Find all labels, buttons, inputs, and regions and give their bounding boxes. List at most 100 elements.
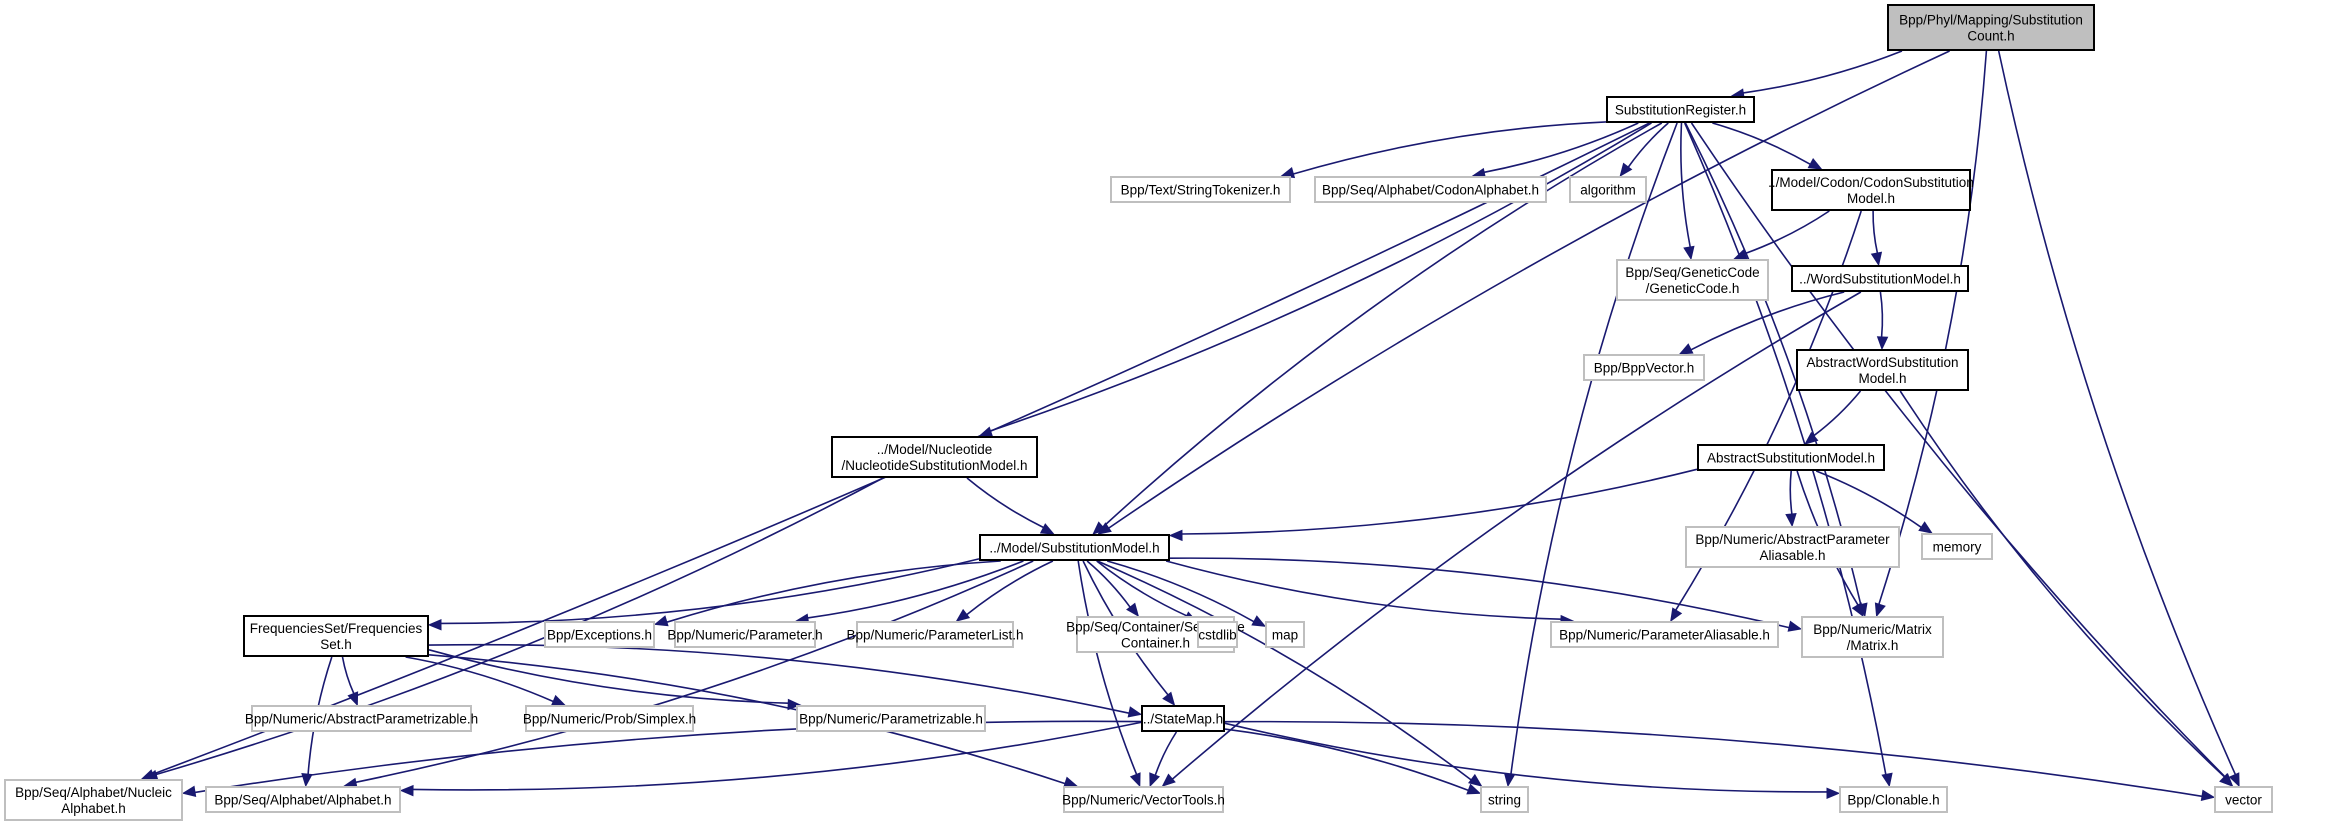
arrowhead-icon-subreg-to-geneticcode [1683,245,1695,261]
arrowhead-icon-submodel-to-statemap [1162,691,1176,707]
node-box-codonmodel[interactable] [1771,169,1971,211]
edge-statemap-to-nucalpha [194,720,1142,794]
node-box-abswordmodel[interactable] [1796,349,1969,391]
node-label-submodel: ../Model/SubstitutionModel.h [989,541,1159,556]
node-parameter: Bpp/Numeric/Parameter.h [667,621,823,648]
node-label-parameter: Bpp/Numeric/Parameter.h [667,628,822,643]
edge-codonmodel-to-wordmodel [1872,210,1879,254]
arrowhead-icon-subreg-to-string [1503,772,1516,788]
node-label-wordmodel: ../WordSubstitutionModel.h [1799,272,1961,287]
node-box-vector [2214,786,2273,813]
arrowhead-icon-abssubmodel-to-matrix [1851,602,1864,618]
node-label-abswordmodel: AbstractWordSubstitution [1806,355,1958,370]
node-abssubmodel[interactable]: AbstractSubstitutionModel.h [1697,444,1885,471]
arrowhead-icon-submodel-to-string [1468,773,1483,787]
node-label-geneticcode: /GeneticCode.h [1646,281,1740,296]
node-label-seqcontainer: Container.h [1121,636,1190,651]
node-label-abssubmodel: AbstractSubstitutionModel.h [1707,451,1875,466]
edge-freqset-to-parametrizable [428,649,789,704]
node-freqset[interactable]: FrequenciesSet/FrequenciesSet.h [243,615,429,657]
node-geneticcode: Bpp/Seq/GeneticCode/GeneticCode.h [1616,259,1769,301]
edge-root-to-submodel [1108,50,1950,529]
edge-subreg-to-tokenizer [1293,121,1607,175]
edge-submodel-to-map [1106,560,1255,623]
edge-subreg-to-algorithm [1627,122,1669,168]
node-box-map [1265,621,1305,648]
node-codonalpha: Bpp/Seq/Alphabet/CodonAlphabet.h [1314,176,1547,203]
node-box-submodel[interactable] [979,534,1170,561]
arrowhead-icon-submodel-to-seqcontainer [1126,602,1140,618]
node-wordmodel[interactable]: ../WordSubstitutionModel.h [1791,265,1969,292]
edge-freqset-to-vectortools [428,654,1066,785]
node-subreg[interactable]: SubstitutionRegister.h [1606,96,1755,123]
edge-abswordmodel-to-vector [1899,390,2225,778]
arrowhead-icon-codonmodel-to-paramalias [1670,607,1683,623]
node-box-wordmodel[interactable] [1791,265,1969,292]
node-label-nucalpha: Alphabet.h [61,801,126,816]
node-label-nucmodel: /NucleotideSubstitutionModel.h [841,458,1027,473]
node-box-absparamalias [1685,526,1900,568]
node-label-root: Count.h [1967,29,2014,44]
node-box-abssubmodel[interactable] [1697,444,1885,471]
node-label-nucmodel: ../Model/Nucleotide [877,442,993,457]
edge-submodel-to-seqcontainer [1086,560,1131,608]
edge-root-to-vector [1997,50,2237,775]
edge-freqset-to-statemap [428,643,1130,714]
edges-layer [140,50,2240,801]
arrowhead-icon-submodel-to-matrix [1787,620,1803,632]
arrowhead-icon-subreg-to-submodel [1092,521,1107,535]
node-box-paramalias [1550,621,1779,648]
node-map: map [1265,621,1305,648]
arrowhead-icon-statemap-to-nucalpha [181,785,197,798]
node-string: string [1480,786,1529,813]
node-box-nucmodel[interactable] [831,436,1038,478]
arrowhead-icon-wordmodel-to-vectortools [1161,773,1176,787]
edge-nucmodel-to-submodel [966,477,1044,529]
node-label-codonmodel: ../Model/Codon/CodonSubstitution [1768,175,1974,190]
arrowhead-icon-submodel-to-vectortools [1129,772,1141,788]
arrowhead-icon-abswordmodel-to-vector [2219,773,2234,787]
node-vectortools: Bpp/Numeric/VectorTools.h [1062,786,1225,813]
arrowhead-icon-root-to-matrix [1874,602,1886,618]
node-vector: vector [2214,786,2273,813]
edge-submodel-to-string [1097,560,1472,781]
edge-subreg-to-vector [1690,122,2226,778]
node-label-alphabet: Bpp/Seq/Alphabet/Alphabet.h [214,793,391,808]
edge-statemap-to-clonable [1224,722,1828,793]
node-label-matrix: Bpp/Numeric/Matrix [1813,622,1932,637]
node-label-vector: vector [2225,793,2262,808]
node-clonable: Bpp/Clonable.h [1839,786,1948,813]
node-label-matrix: /Matrix.h [1847,638,1899,653]
node-box-freqset[interactable] [243,615,429,657]
node-box-algorithm [1569,176,1647,203]
node-box-root[interactable] [1887,4,2095,51]
node-label-paramlist: Bpp/Numeric/ParameterList.h [846,628,1023,643]
node-box-matrix [1801,616,1944,658]
node-label-absparametrizable: Bpp/Numeric/AbstractParametrizable.h [245,712,478,727]
node-box-simplex [525,705,694,732]
node-tokenizer: Bpp/Text/StringTokenizer.h [1110,176,1291,203]
node-label-string: string [1488,793,1521,808]
node-submodel[interactable]: ../Model/SubstitutionModel.h [979,534,1170,561]
node-label-paramalias: Bpp/Numeric/ParameterAliasable.h [1559,628,1770,643]
arrowhead-icon-subreg-to-clonable [1881,772,1893,788]
arrowhead-icon-statemap-to-alphabet [399,784,414,797]
node-label-absparamalias: Aliasable.h [1759,548,1825,563]
node-box-nucalpha [4,779,183,821]
node-nucmodel[interactable]: ../Model/Nucleotide/NucleotideSubstituti… [831,436,1038,478]
node-box-vectortools [1063,786,1224,813]
edge-abssubmodel-to-absparamalias [1789,470,1793,515]
arrowhead-icon-root-to-vector [2228,772,2240,788]
edge-subreg-to-codonalpha [1483,122,1639,174]
node-label-vectortools: Bpp/Numeric/VectorTools.h [1062,793,1225,808]
node-box-statemap[interactable] [1141,705,1225,732]
arrowhead-icon-subreg-to-algorithm [1619,162,1633,178]
node-statemap[interactable]: ../StateMap.h [1141,705,1225,732]
node-box-subreg[interactable] [1606,96,1755,123]
node-box-clonable [1839,786,1948,813]
node-label-map: map [1272,628,1298,643]
